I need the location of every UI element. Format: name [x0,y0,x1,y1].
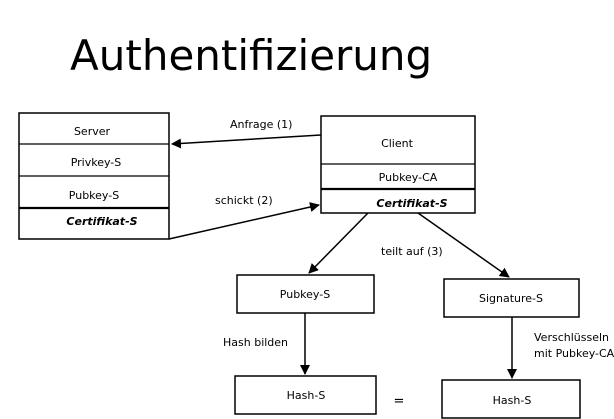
arrow-request [171,134,322,149]
label-request: Anfrage (1) [230,118,292,131]
server-label: Server [74,125,111,138]
label-hash: Hash bilden [223,336,288,349]
client-box: Client Pubkey-CA Certifikat-S [320,115,476,214]
client-label: Client [381,137,414,150]
label-sends: schickt (2) [215,194,273,207]
server-pubkey: Pubkey-S [69,189,119,202]
signature-part-box: Signature-S [443,278,580,318]
server-certificate: Certifikat-S [66,215,137,228]
hash-right-label: Hash-S [493,394,532,407]
pubkey-part-box: Pubkey-S [236,274,375,314]
page-title: Authentifizierung [70,31,433,80]
hash-left-label: Hash-S [287,389,326,402]
server-box: Server Privkey-S Pubkey-S Certifikat-S [18,112,170,240]
signature-part-label: Signature-S [479,292,543,305]
arrow-split-pubkey [308,212,369,274]
client-pubkey-ca: Pubkey-CA [379,171,438,184]
equals-sign: = [394,394,405,409]
label-decrypt-line1: Verschlüsseln [534,331,609,344]
hash-right-box: Hash-S [441,379,581,419]
server-privkey: Privkey-S [71,156,122,169]
arrow-split-signature [417,212,510,278]
label-decrypt-line2: mit Pubkey-CA [534,347,614,360]
pubkey-part-label: Pubkey-S [280,288,330,301]
client-certificate: Certifikat-S [376,197,447,210]
arrow-sends [168,202,320,240]
hash-left-box: Hash-S [234,375,377,415]
label-splits: teilt auf (3) [381,245,443,258]
